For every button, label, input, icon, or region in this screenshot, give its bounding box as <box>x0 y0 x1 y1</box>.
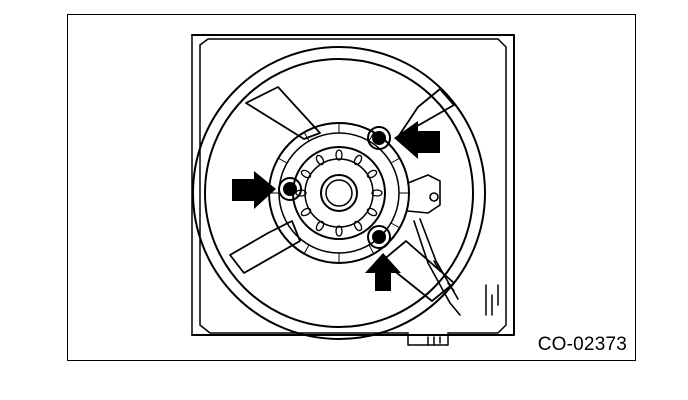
bolt-upper-right <box>367 126 391 150</box>
diagram-frame: CO-02373 <box>67 14 636 361</box>
fan-shroud <box>191 34 515 346</box>
indicator-arrows <box>232 121 440 291</box>
fan-stays <box>229 86 455 302</box>
bolt-lower-right <box>367 225 391 249</box>
motor-vents <box>295 149 383 237</box>
mounting-bolts <box>278 126 391 249</box>
arrow-lower-right <box>365 253 401 291</box>
bolt-left <box>278 177 302 201</box>
fan-connector <box>407 174 461 316</box>
figure-code: CO-02373 <box>537 334 627 355</box>
arrow-left <box>232 171 276 209</box>
motor-ribs <box>268 122 410 264</box>
fan-ring <box>192 46 486 340</box>
arrow-upper-right <box>394 121 440 159</box>
radiator-fan-illustration <box>191 34 515 346</box>
